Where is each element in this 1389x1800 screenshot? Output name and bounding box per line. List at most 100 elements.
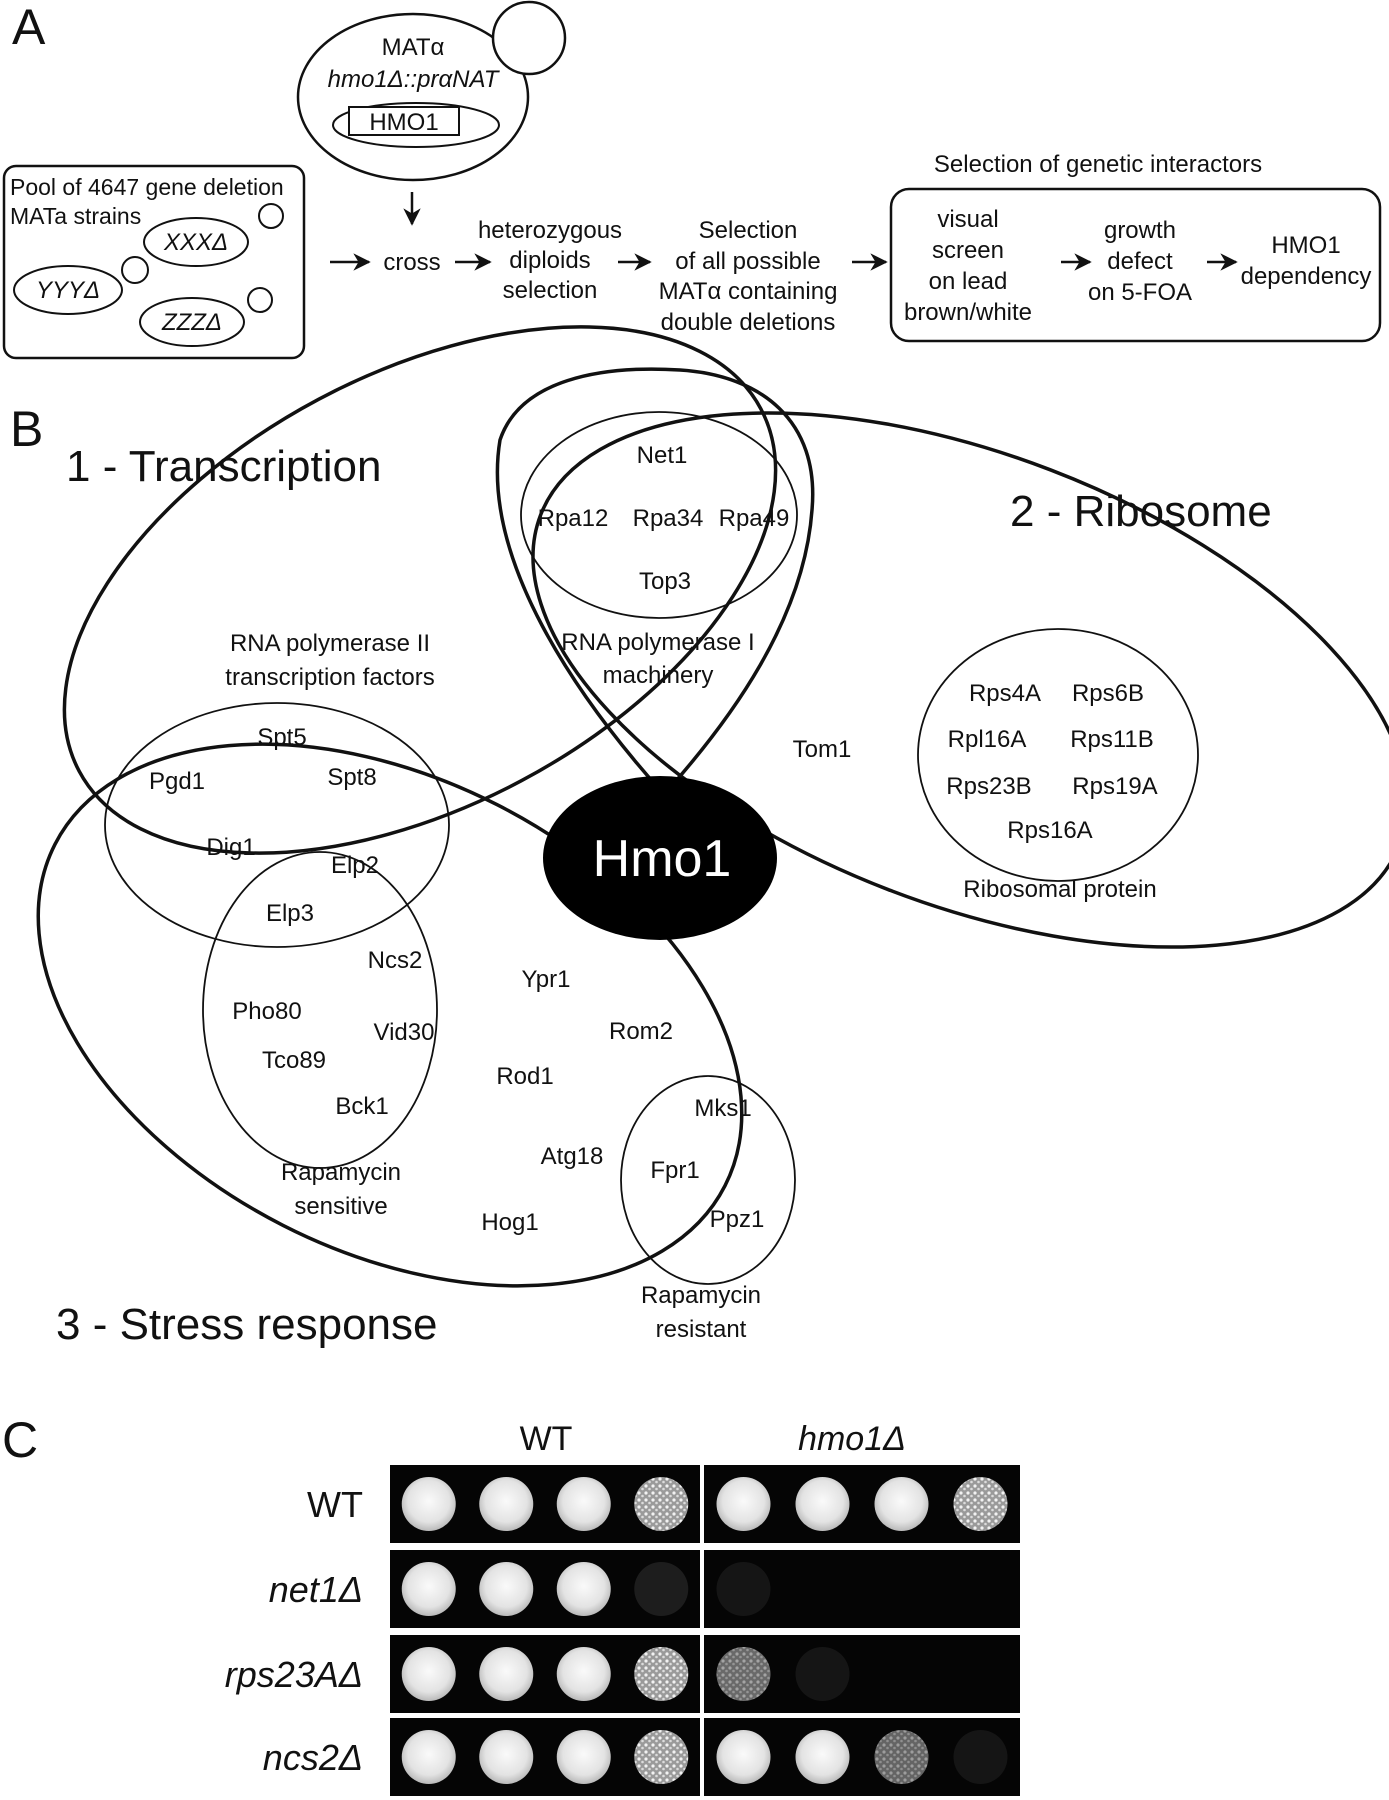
step-diploid-selection: heterozygous diploids selection [478,217,622,304]
group-ribosome: 2 - Ribosome [1010,487,1272,536]
gene-vid30: Vid30 [374,1019,435,1046]
gene-rps19a: Rps19A [1072,773,1157,800]
column-header-hmo1: hmo1Δ [798,1420,906,1458]
strain-xxx: XXXΔ [143,203,284,267]
colony-spot [795,1477,850,1531]
step-diploid-line-2: diploids [509,247,590,274]
gene-rpa49: Rpa49 [719,505,790,532]
library-box-frame [2,164,306,360]
cluster-rapamycin-resistant-label-1: Rapamycin [641,1282,761,1309]
gene-rps16a: Rps16A [1007,817,1092,844]
colony-spot [479,1477,534,1531]
panel-a: A Pool of 4647 gene deletion MATa strain… [2,0,1382,360]
gene-rpa12: Rpa12 [538,505,609,532]
cluster-rna-pol-2-circle [104,702,450,948]
gene-rpa34: Rpa34 [633,505,704,532]
step-diploid-line-3: selection [503,277,598,304]
colony-spot [634,1730,689,1784]
cluster-rapamycin-sensitive-label-2: sensitive [294,1193,387,1220]
gene-rod1: Rod1 [496,1063,553,1090]
plasmid-insert [348,106,460,136]
gene-rps6b: Rps6B [1072,680,1144,707]
interactor-step-growth-defect: growth defect on 5-FOA [1088,217,1192,306]
interactor-step-dependency: HMO1 dependency [1241,232,1372,290]
loose-genes: Tom1 Ypr1 Rom2 Rod1 Atg18 Hog1 [481,736,851,1236]
gene-pho80: Pho80 [232,998,301,1025]
stress-lobe [36,742,744,1288]
step-selection-line-3: MATα containing [659,278,838,305]
query-cell [296,12,530,182]
interactor-step-visual-screen: visual screen on lead brown/white [904,206,1032,326]
gene-tco89: Tco89 [262,1047,326,1074]
dependency-line-2: dependency [1241,263,1372,290]
gene-top3: Top3 [639,568,691,595]
gene-fpr1: Fpr1 [650,1157,699,1184]
colony-spot [634,1647,689,1701]
colony-spot [716,1562,771,1616]
step-diploid-line-1: heterozygous [478,217,622,244]
gene-elp2: Elp2 [331,852,379,879]
colony-spot [556,1562,611,1616]
gene-rps4a: Rps4A [969,680,1041,707]
step-double-deletion-selection: Selection of all possible MATα containin… [659,217,838,336]
gene-pgd1: Pgd1 [149,768,205,795]
colony-spot [953,1730,1008,1784]
step-selection-line-4: double deletions [661,309,836,336]
visual-line-4: brown/white [904,299,1032,326]
panel-b: B 1 - Transcription 2 - Ribosome 3 - Str… [10,325,1389,1349]
colony-spot [479,1730,534,1784]
colony-spot [716,1477,771,1531]
interactor-box-title: Selection of genetic interactors [934,151,1262,178]
hub-label: Hmo1 [593,830,732,888]
cluster-ribosomal-protein: Rps4A Rps6B Rpl16A Rps11B Rps23B Rps19A … [917,628,1199,903]
colony-spot [634,1562,689,1616]
strain-zzz: ZZZΔ [139,287,273,347]
cluster-rna-pol-1-label-1: RNA polymerase I [561,629,754,656]
growth-line-3: on 5-FOA [1088,279,1192,306]
visual-line-2: screen [932,237,1004,264]
plasmid-label: HMO1 [369,109,438,136]
strain-zzz-label: ZZZΔ [161,309,222,336]
cluster-ribosomal-label: Ribosomal protein [963,876,1156,903]
cluster-rapamycin-sensitive-label-1: Rapamycin [281,1159,401,1186]
panel-c-letter: C [2,1412,38,1468]
gene-spt5: Spt5 [257,724,306,751]
panel-b-letter: B [10,401,43,457]
colony-spot [556,1647,611,1701]
colony-spot [874,1730,929,1784]
gene-bck1: Bck1 [335,1093,388,1120]
gene-dig1: Dig1 [206,834,255,861]
query-mating-type: MATα [382,34,445,61]
step-cross: cross [383,249,440,276]
strain-xxx-label: XXXΔ [163,229,228,256]
cluster-rna-pol-2-label-1: RNA polymerase II [230,630,430,657]
group-stress-response: 3 - Stress response [56,1300,438,1349]
cluster-ribosomal-circle [917,628,1199,882]
gene-ncs2: Ncs2 [368,947,423,974]
growth-line-1: growth [1104,217,1176,244]
gene-ppz1: Ppz1 [710,1206,765,1233]
gene-rps11b: Rps11B [1070,726,1154,753]
colony-spot [716,1730,771,1784]
gene-mks1: Mks1 [694,1095,751,1122]
gene-net1: Net1 [637,442,688,469]
group-transcription: 1 - Transcription [66,442,381,491]
gene-elp3: Elp3 [266,900,314,927]
row-label-rps23a: rps23AΔ [225,1654,363,1695]
step-selection-line-1: Selection [699,217,798,244]
cluster-rapamycin-resistant-label-2: resistant [656,1316,747,1343]
plasmid-ring [332,102,500,148]
colony-spot [953,1477,1008,1531]
visual-line-3: on lead [929,268,1008,295]
gene-ypr1: Ypr1 [522,966,571,993]
strain-yyy: YYYΔ [13,256,149,315]
panel-a-letter: A [12,0,46,55]
step-selection-line-2: of all possible [675,248,820,275]
cluster-rna-pol-1-label-2: machinery [603,662,714,689]
query-bud [491,0,567,76]
row-label-wt: WT [307,1484,363,1525]
